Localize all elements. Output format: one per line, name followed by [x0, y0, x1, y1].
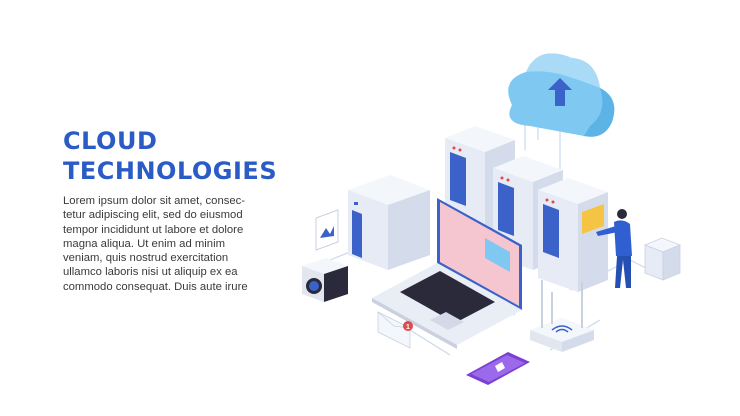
- tower-pc-icon: [348, 175, 430, 270]
- wifi-router-icon: [530, 280, 594, 352]
- cloud-icon: [508, 53, 615, 137]
- photo-frame-icon: [315, 209, 339, 251]
- laptop-icon: [372, 198, 522, 349]
- person-icon: [596, 209, 632, 288]
- body-line: Lorem ipsum dolor sit amet, consec-: [63, 195, 246, 207]
- body-line: magna aliqua. Ut enim ad minim: [63, 237, 225, 250]
- page-title: CLOUD TECHNOLOGIES: [63, 126, 277, 186]
- notification-badge-icon: 1: [403, 321, 413, 331]
- server-rack-icon: [538, 178, 608, 292]
- body-line: commodo consequat. Duis aute irure: [63, 280, 248, 293]
- camera-icon: [302, 258, 348, 302]
- notification-count: 1: [406, 324, 410, 331]
- smartphone-icon: [466, 352, 530, 385]
- envelope-icon: [377, 311, 411, 349]
- title-line-2: TECHNOLOGIES: [63, 157, 278, 185]
- body-line: ullamco laboris nisi ut aliquip ex ea: [63, 266, 238, 279]
- title-line-1: CLOUD: [63, 127, 158, 155]
- body-line: tetur adipiscing elit, sed do eiusmod: [63, 209, 243, 222]
- body-paragraph: Lorem ipsum dolor sit amet, consec- tetu…: [63, 194, 278, 294]
- body-line: tempor incididunt ut labore et dolore: [63, 223, 244, 236]
- cloud-technology-illustration: 1: [302, 53, 682, 385]
- upload-arrow-icon: [548, 78, 572, 106]
- document-stack-icon: [643, 237, 682, 281]
- body-line: veniam, quis nostrud exercitation: [63, 252, 229, 265]
